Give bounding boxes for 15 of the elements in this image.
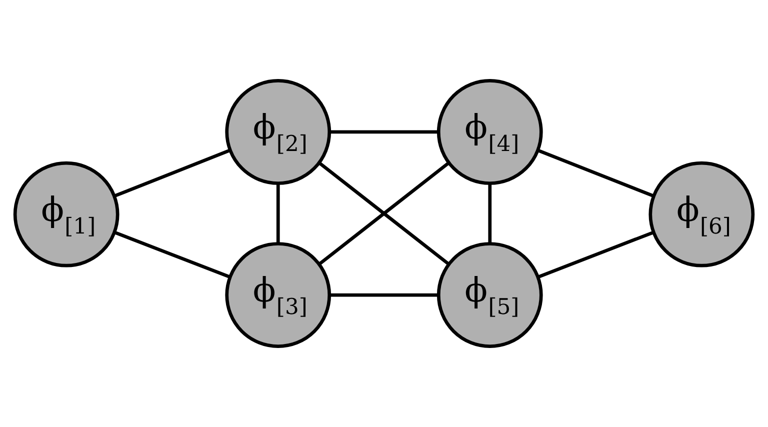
connector: [276, 183, 280, 244]
connector: [114, 230, 230, 279]
connector: [114, 148, 230, 198]
connector: [488, 183, 492, 244]
node-circle: ϕ$_{[6]}$: [648, 161, 755, 268]
connector: [330, 130, 438, 134]
node-circle: ϕ$_{[3]}$: [225, 242, 332, 348]
connector: [318, 162, 450, 266]
connector: [330, 293, 438, 297]
connector: [538, 230, 654, 278]
node-circle: ϕ$_{[1]}$: [13, 161, 120, 268]
node-circle: ϕ$_{[2]}$: [225, 79, 332, 185]
node-circle: ϕ$_{[5]}$: [436, 242, 543, 348]
node-circle: ϕ$_{[4]}$: [436, 79, 543, 185]
connector: [537, 148, 654, 198]
